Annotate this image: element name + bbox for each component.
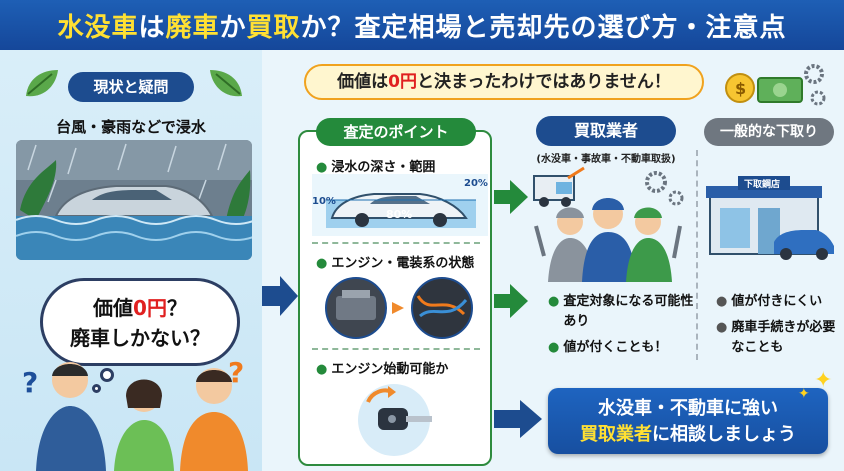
title-part1: 水没車 bbox=[57, 12, 139, 43]
title-part5: 買取 bbox=[246, 12, 301, 43]
flooded-car-illustration bbox=[16, 140, 252, 260]
car-key-icon bbox=[358, 384, 432, 456]
cta-line2: に相談しましょう bbox=[652, 424, 796, 445]
list-item: ●廃車手続きが必要なことも bbox=[716, 318, 840, 358]
question-bubble: 価値0円？ 廃車しかない？ bbox=[40, 278, 240, 366]
engine-wiring-illustration bbox=[325, 277, 473, 339]
bullet-text: 査定対象になる可能性あり bbox=[563, 294, 694, 329]
bullet-text: 値が付くことも！ bbox=[563, 340, 668, 355]
arrow-right-icon bbox=[494, 400, 542, 438]
situation-pill: 現状と疑問 bbox=[68, 72, 194, 102]
leaf-icon bbox=[210, 70, 242, 97]
point-label: エンジン・電装系の状態 bbox=[331, 256, 475, 271]
worried-people-illustration: ? ? bbox=[22, 356, 248, 471]
notice-banner: 価値は0円と決まったわけではありません！ bbox=[304, 64, 704, 100]
bubble-value-b: ？ bbox=[166, 296, 187, 320]
bullet-icon: ● bbox=[316, 160, 328, 175]
bubble-tail-dot bbox=[100, 368, 114, 382]
cta-highlight: 買取業者 bbox=[580, 424, 652, 445]
depth-center-label: 80% bbox=[386, 208, 412, 221]
assessment-points-pill: 査定のポイント bbox=[316, 118, 476, 146]
notice-zero: 0円 bbox=[388, 72, 418, 92]
leaf-icon bbox=[26, 70, 58, 97]
dealer-sign-text: 下取鋼店 bbox=[744, 178, 780, 190]
depth-right-label: 20% bbox=[464, 178, 488, 189]
buyer-pill: 買取業者 bbox=[536, 116, 676, 146]
notice-a: 価値は bbox=[337, 72, 389, 92]
title-part6: か？査定相場と売却先の選び方・注意点 bbox=[300, 12, 787, 43]
car-water-level-illustration: 10% 80% 20% bbox=[312, 174, 488, 236]
divider bbox=[312, 242, 480, 244]
point-item: ●エンジン・電装系の状態 bbox=[316, 252, 474, 271]
list-item: ●値が付きにくい bbox=[716, 292, 840, 312]
buyer-subtitle: (水没車・事故車・不動車取扱) bbox=[536, 154, 676, 165]
svg-text:?: ? bbox=[22, 366, 38, 399]
bullet-icon: ● bbox=[716, 320, 728, 335]
consult-cta: 水没車・不動車に強い 買取業者に相談しましょう bbox=[548, 388, 828, 454]
divider bbox=[312, 348, 480, 350]
sparkle-icon: ✦ bbox=[814, 368, 833, 393]
bullet-text: 廃車手続きが必要なことも bbox=[731, 320, 836, 355]
dealer-pill: 一般的な下取り bbox=[704, 118, 834, 146]
list-item: ●査定対象になる可能性あり bbox=[548, 292, 698, 332]
arrow-right-icon bbox=[494, 284, 528, 318]
arrow-right-icon bbox=[262, 276, 298, 316]
bubble-value-zero: 0円 bbox=[133, 296, 167, 320]
list-item: ●値が付くことも！ bbox=[548, 338, 698, 358]
dealership-illustration: 下取鋼店 bbox=[706, 176, 834, 260]
storm-caption: 台風・豪雨などで浸水 bbox=[56, 118, 206, 136]
point-item: ●浸水の深さ・範囲 bbox=[316, 156, 435, 175]
title-part3: 廃車 bbox=[165, 12, 220, 43]
arrow-right-icon bbox=[494, 180, 528, 214]
column-divider bbox=[696, 150, 698, 360]
title-part4: か bbox=[219, 12, 247, 43]
point-label: エンジン始動可能か bbox=[331, 362, 449, 377]
title-part2: は bbox=[138, 12, 166, 43]
bullet-icon: ● bbox=[316, 362, 328, 377]
buyer-bullets: ●査定対象になる可能性あり ●値が付くことも！ bbox=[548, 292, 698, 364]
bubble-tail-dot bbox=[92, 384, 101, 393]
dealer-bullets: ●値が付きにくい ●廃車手続きが必要なことも bbox=[716, 292, 840, 364]
point-label: 浸水の深さ・範囲 bbox=[331, 160, 436, 175]
point-item: ●エンジン始動可能か bbox=[316, 358, 448, 377]
notice-b: と決まったわけではありません！ bbox=[417, 72, 671, 92]
mechanics-illustration bbox=[533, 166, 684, 282]
bullet-icon: ● bbox=[316, 256, 328, 271]
bullet-icon: ● bbox=[548, 294, 560, 309]
depth-left-label: 10% bbox=[312, 196, 336, 207]
bullet-icon: ● bbox=[716, 294, 728, 309]
svg-text:$: $ bbox=[735, 79, 746, 98]
bubble-line2: 廃車しかない？ bbox=[70, 326, 210, 350]
bubble-value-a: 価値 bbox=[93, 296, 134, 320]
sparkle-icon: ✦ bbox=[798, 386, 810, 402]
money-gear-icon: $ bbox=[725, 64, 826, 106]
cta-line1: 水没車・不動車に強い bbox=[598, 398, 778, 419]
title-banner: 水没車 は 廃車 か 買取 か？査定相場と売却先の選び方・注意点 bbox=[0, 0, 844, 50]
bullet-text: 値が付きにくい bbox=[731, 294, 823, 309]
bullet-icon: ● bbox=[548, 340, 560, 355]
svg-text:?: ? bbox=[228, 356, 244, 389]
